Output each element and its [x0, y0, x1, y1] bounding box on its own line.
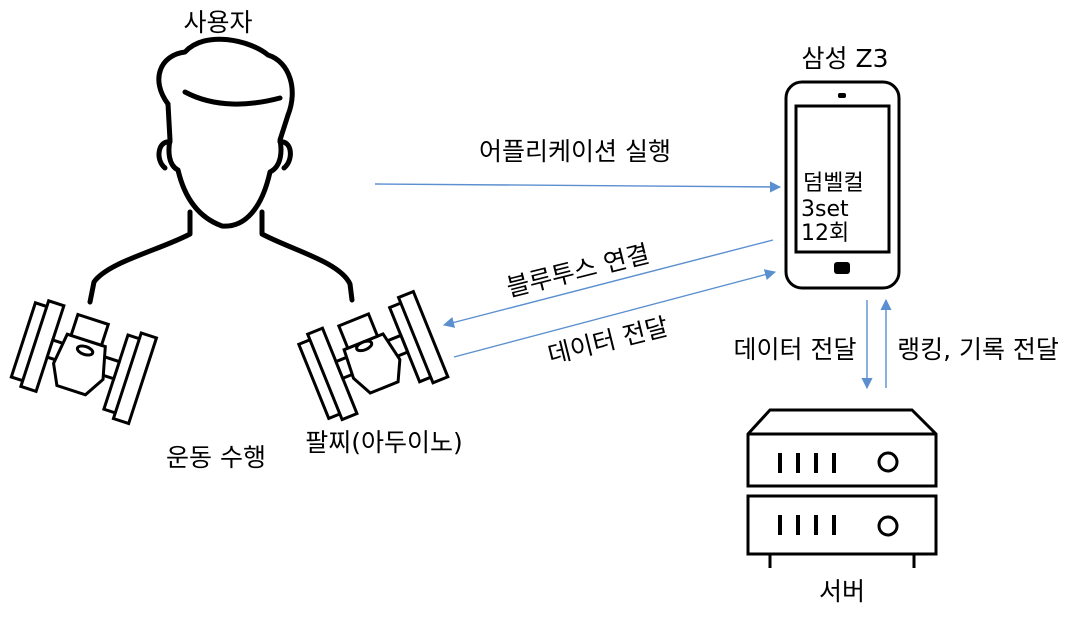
right-dumbbell-icon — [296, 289, 450, 422]
label-server: 서버 — [819, 577, 865, 606]
arrow-bluetooth — [442, 239, 774, 328]
phone-icon — [784, 80, 901, 290]
phone-screen-exercise: 덤벨컬 — [803, 171, 864, 196]
label-bluetooth: 블루투스 연결 — [504, 239, 653, 302]
label-user: 사용자 — [183, 8, 252, 37]
label-phone: 삼성 Z3 — [802, 44, 889, 73]
user-figure-icon — [87, 36, 355, 305]
server-icon — [746, 408, 938, 568]
label-phone-to-server: 데이터 전달 — [734, 335, 857, 364]
label-band: 팔찌(아두이노) — [305, 428, 463, 457]
phone-screen-reps: 12회 — [801, 221, 849, 246]
label-server-to-phone: 랭킹, 기록 전달 — [897, 335, 1059, 364]
label-run-app: 어플리케이션 실행 — [479, 137, 671, 166]
label-band-to-phone: 데이터 전달 — [545, 312, 671, 370]
left-dumbbell-icon — [9, 298, 159, 426]
label-exercise: 운동 수행 — [166, 443, 266, 472]
phone-screen-sets: 3set — [801, 197, 849, 222]
arrow-band-to-phone — [453, 269, 777, 358]
arrow-run-app — [374, 181, 782, 193]
